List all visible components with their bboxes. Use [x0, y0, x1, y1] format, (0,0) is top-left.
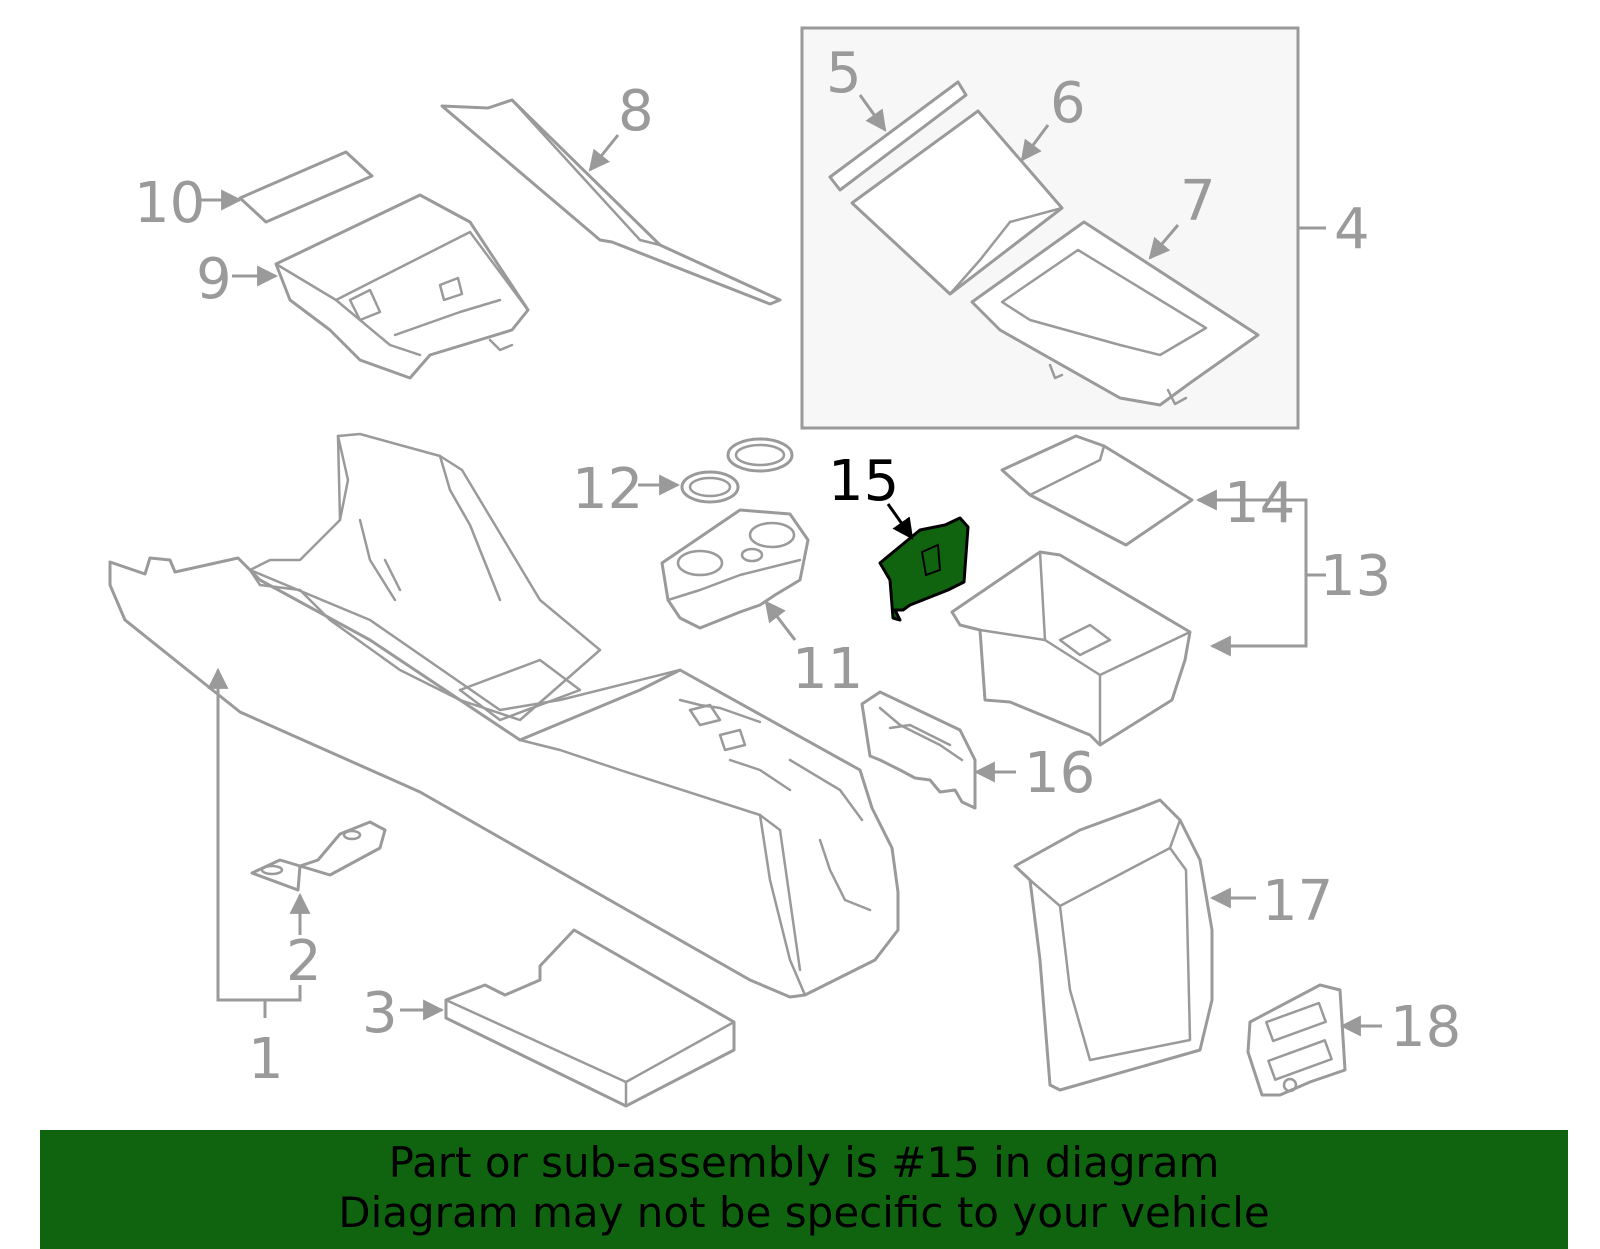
callout-6: 6 [1050, 71, 1086, 136]
leader-13b [1209, 575, 1308, 657]
part-17-frame [1013, 798, 1214, 1092]
leader-6 [1020, 124, 1050, 162]
banner-line-1: Part or sub-assembly is #15 in diagram [388, 1138, 1220, 1187]
callout-2: 2 [286, 929, 322, 994]
callout-9: 9 [196, 247, 232, 312]
leader-8 [588, 134, 620, 172]
callout-16: 16 [1024, 741, 1095, 806]
part-11-cupholder [660, 508, 810, 630]
part-2-bracket [250, 820, 387, 892]
part-12-ring [680, 437, 794, 504]
banner-line-2: Diagram may not be specific to your vehi… [338, 1188, 1270, 1237]
callout-17: 17 [1262, 869, 1333, 934]
callout-14: 14 [1224, 471, 1295, 536]
part-5-strip [828, 80, 968, 192]
callout-7: 7 [1180, 169, 1216, 234]
callout-15: 15 [828, 449, 899, 514]
part-13-bin [950, 550, 1192, 747]
callout-5: 5 [826, 41, 862, 106]
callout-3: 3 [362, 981, 398, 1046]
part-3-pad [444, 928, 736, 1108]
callout-18: 18 [1390, 995, 1461, 1060]
callout-4: 4 [1334, 197, 1370, 262]
part-15-bracket [878, 516, 970, 622]
leader-7 [1148, 224, 1180, 260]
callout-8: 8 [618, 79, 654, 144]
part-16-panel [860, 690, 977, 810]
part-9-module [274, 193, 530, 380]
leader-1b [265, 985, 302, 1002]
callout-10: 10 [134, 171, 205, 236]
part-1-console [108, 432, 900, 999]
part-10-pad [238, 150, 374, 224]
part-18-switch [1246, 983, 1347, 1097]
leader-13 [1195, 489, 1326, 577]
callout-1: 1 [248, 1027, 284, 1092]
leader-11 [764, 600, 797, 641]
callout-11: 11 [792, 637, 863, 702]
callout-13: 13 [1320, 544, 1391, 609]
part-14-pad [1000, 434, 1194, 547]
info-banner: Part or sub-assembly is #15 in diagram D… [40, 1130, 1568, 1249]
leader-1 [207, 667, 267, 1018]
leader-15 [886, 503, 914, 540]
part-8-trim [440, 98, 782, 306]
leader-5 [858, 94, 887, 132]
callout-12: 12 [572, 457, 643, 522]
part-7-bezel [970, 220, 1260, 407]
part-6-pad [850, 109, 1064, 296]
